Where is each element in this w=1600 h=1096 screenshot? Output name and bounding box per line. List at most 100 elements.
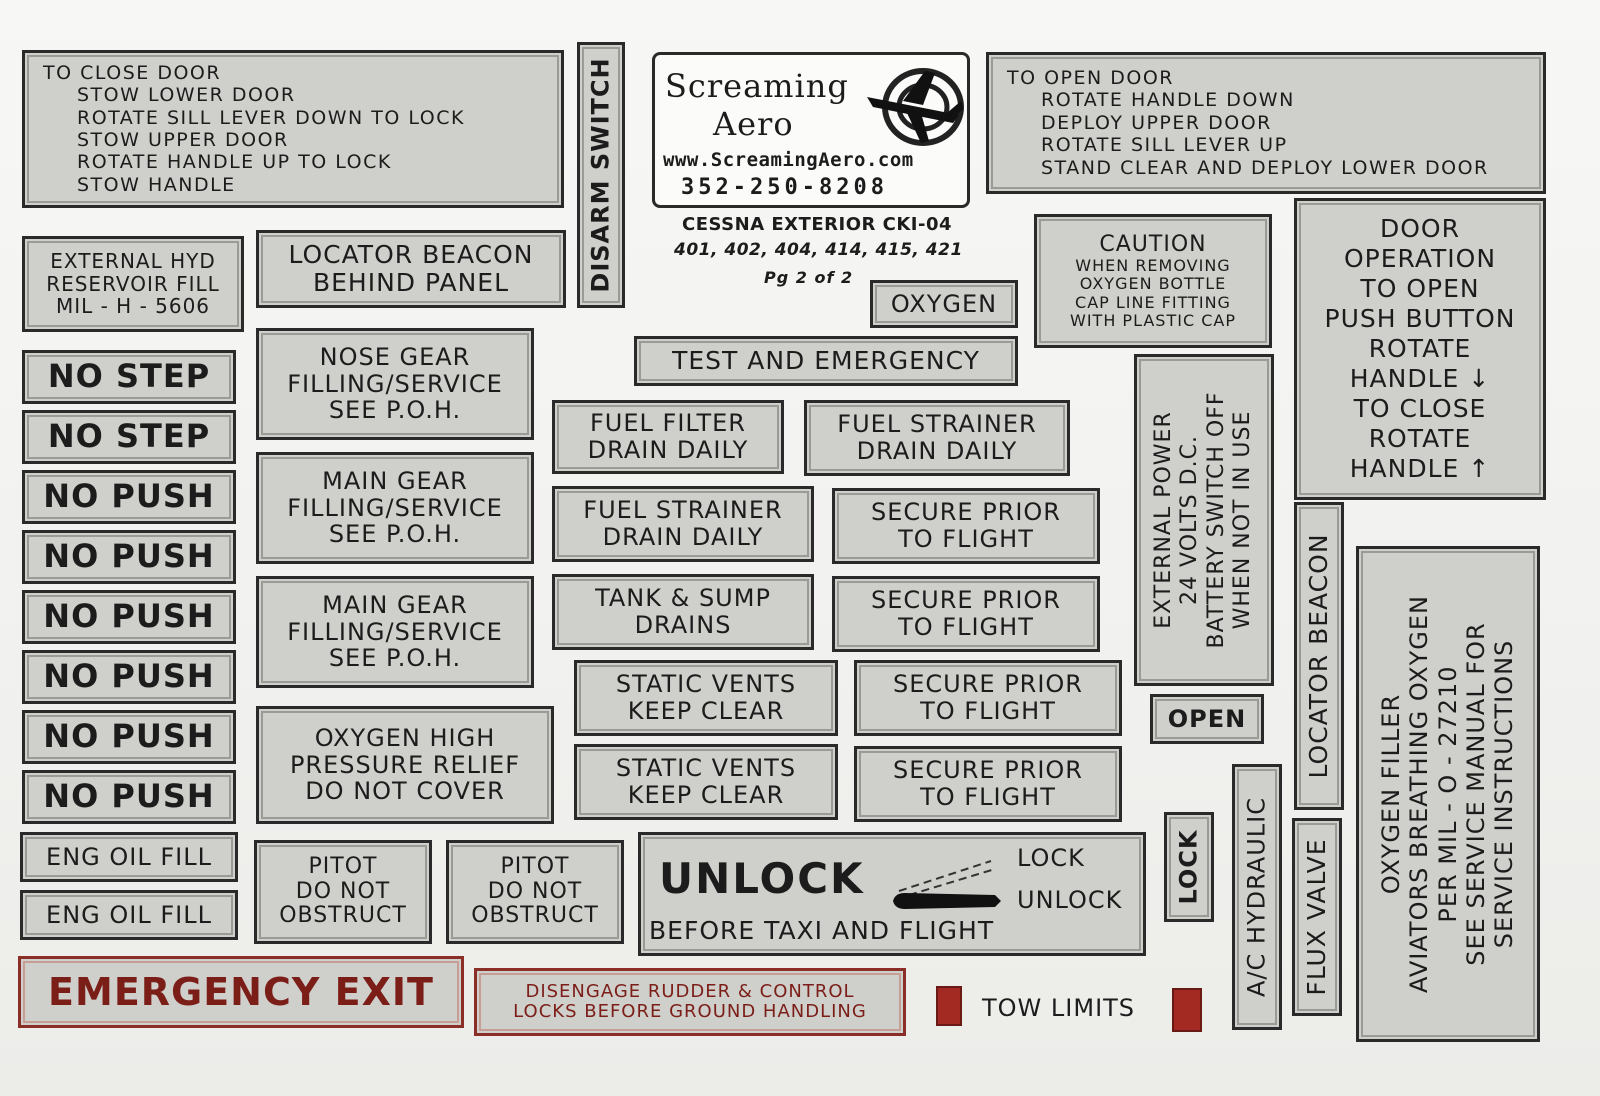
door-operation-row: HANDLE ↑ (1350, 454, 1490, 484)
door-operation-row: HANDLE ↓ (1350, 364, 1490, 394)
open-decal: OPEN (1150, 694, 1264, 744)
logo-line1: Screaming (665, 67, 849, 105)
tank-sump-line: DRAINS (634, 611, 732, 639)
emergency-exit-label: EMERGENCY EXIT (48, 969, 434, 1014)
fuel-filter-line: FUEL FILTER (590, 409, 746, 438)
lock-lever-icon (893, 860, 1001, 909)
lock-label: LOCK (1174, 829, 1203, 905)
fuel-strainer-line: DRAIN DAILY (602, 523, 764, 551)
no-push-label: NO PUSH (43, 537, 215, 576)
secure-prior-line: SECURE PRIOR (893, 756, 1083, 785)
no-push-decal: NO PUSH (22, 650, 236, 704)
locator-beacon-panel-decal: LOCATOR BEACON BEHIND PANEL (256, 230, 566, 308)
fuel-strainer-decal: FUEL STRAINER DRAIN DAILY (804, 400, 1070, 476)
eng-oil-fill-decal: ENG OIL FILL (20, 832, 238, 882)
disengage-line: DISENGAGE RUDDER & CONTROL (525, 980, 855, 1002)
close-door-step: STOW HANDLE (77, 173, 236, 196)
static-vents-decal: STATIC VENTS KEEP CLEAR (574, 744, 838, 820)
no-push-decal: NO PUSH (22, 710, 236, 764)
unlock-lock-label: LOCK (1017, 844, 1085, 872)
external-power-line: EXTERNAL POWER (1151, 411, 1177, 629)
tow-limits-label: TOW LIMITS (982, 994, 1136, 1022)
screaming-aero-logo: Screaming Aero www.ScreamingAero.com 352… (652, 52, 970, 208)
fuel-strainer-line: FUEL STRAINER (583, 496, 783, 525)
open-door-step: ROTATE HANDLE DOWN (1041, 89, 1295, 112)
oxygen-relief-line: DO NOT COVER (305, 777, 505, 806)
external-hyd-decal: EXTERNAL HYD RESERVOIR FILL MIL - H - 56… (22, 236, 244, 332)
caution-line: CAP LINE FITTING (1075, 292, 1231, 312)
open-door-step: ROTATE SILL LEVER UP (1041, 134, 1288, 157)
no-step-decal: NO STEP (22, 410, 236, 464)
unlock-bottom-label: BEFORE TAXI AND FLIGHT (649, 916, 995, 945)
arrow-up-icon: ↑ (1468, 454, 1491, 483)
emergency-exit-decal: EMERGENCY EXIT (18, 956, 464, 1028)
static-vents-line: STATIC VENTS (615, 670, 797, 699)
no-step-decal: NO STEP (22, 350, 236, 404)
no-push-decal: NO PUSH (22, 470, 236, 524)
caution-line: OXYGEN BOTTLE (1079, 274, 1227, 294)
secure-prior-decal: SECURE PRIOR TO FLIGHT (854, 746, 1122, 822)
external-power-line: WHEN NOT IN USE (1230, 410, 1256, 630)
static-vents-line: KEEP CLEAR (627, 697, 785, 725)
static-vents-line: KEEP CLEAR (627, 781, 785, 809)
secure-prior-decal: SECURE PRIOR TO FLIGHT (832, 576, 1100, 652)
open-door-title: TO OPEN DOOR (1007, 66, 1175, 89)
oxygen-filler-line: SERVICE INSTRUCTIONS (1490, 639, 1519, 949)
nose-gear-decal: NOSE GEAR FILLING/SERVICE SEE P.O.H. (256, 328, 534, 440)
no-push-label: NO PUSH (43, 657, 215, 696)
external-hyd-line: EXTERNAL HYD (50, 249, 216, 274)
pitot-decal: PITOT DO NOT OBSTRUCT (446, 840, 624, 944)
unlock-big-label: UNLOCK (659, 854, 865, 903)
external-hyd-line: MIL - H - 5606 (55, 294, 211, 319)
oxygen-filler-line: SEE SERVICE MANUAL FOR (1462, 622, 1491, 966)
disarm-switch-decal: DISARM SWITCH (577, 42, 625, 308)
main-gear-decal: MAIN GEAR FILLING/SERVICE SEE P.O.H. (256, 576, 534, 688)
close-door-step: ROTATE HANDLE UP TO LOCK (77, 151, 392, 174)
secure-prior-line: SECURE PRIOR (871, 586, 1061, 615)
secure-prior-line: TO FLIGHT (920, 783, 1056, 811)
door-operation-line: HANDLE (1349, 364, 1460, 393)
close-door-step: ROTATE SILL LEVER DOWN TO LOCK (77, 106, 465, 129)
door-operation-line: PUSH BUTTON (1324, 304, 1516, 333)
main-gear-line: SEE P.O.H. (328, 644, 462, 673)
oxygen-relief-decal: OXYGEN HIGH PRESSURE RELIEF DO NOT COVER (256, 706, 554, 824)
fuel-strainer-decal: FUEL STRAINER DRAIN DAILY (552, 486, 814, 562)
main-gear-decal: MAIN GEAR FILLING/SERVICE SEE P.O.H. (256, 452, 534, 564)
disengage-line: LOCKS BEFORE GROUND HANDLING (513, 1001, 867, 1022)
nose-gear-line: NOSE GEAR (319, 342, 471, 371)
ac-hydraulic-decal: A/C HYDRAULIC (1232, 764, 1282, 1030)
pitot-line: DO NOT (487, 878, 583, 904)
oxygen-filler-line: AVIATORS BREATHING OXYGEN (1405, 594, 1434, 994)
secure-prior-decal: SECURE PRIOR TO FLIGHT (832, 488, 1100, 564)
kit-info-line1: CESSNA EXTERIOR CKI-04 (682, 214, 952, 235)
door-operation-line: OPERATION (1343, 244, 1497, 273)
door-operation-decal: DOOR OPERATION TO OPEN PUSH BUTTON ROTAT… (1294, 198, 1546, 500)
open-door-step: STAND CLEAR AND DEPLOY LOWER DOOR (1041, 156, 1489, 179)
fuel-strainer-line: FUEL STRAINER (837, 410, 1037, 439)
oxygen-label: OXYGEN (890, 289, 998, 318)
door-operation-line: TO OPEN (1360, 274, 1480, 303)
static-vents-decal: STATIC VENTS KEEP CLEAR (574, 660, 838, 736)
main-gear-line: MAIN GEAR (322, 590, 468, 619)
external-power-decal: EXTERNAL POWER 24 VOLTS D.C. BATTERY SWI… (1134, 354, 1274, 686)
kit-info-line3: Pg 2 of 2 (764, 268, 854, 287)
no-push-label: NO PUSH (43, 777, 215, 816)
door-operation-line: HANDLE (1349, 454, 1460, 483)
close-door-step: STOW UPPER DOOR (77, 129, 289, 151)
flux-valve-label: FLUX VALVE (1302, 838, 1331, 996)
external-power-line: BATTERY SWITCH OFF (1204, 391, 1229, 649)
tow-limit-marker-right (1172, 988, 1202, 1032)
ac-hydraulic-label: A/C HYDRAULIC (1242, 797, 1271, 997)
secure-prior-line: TO FLIGHT (898, 525, 1034, 553)
nose-gear-line: FILLING/SERVICE (287, 369, 503, 398)
open-door-decal: TO OPEN DOOR ROTATE HANDLE DOWN DEPLOY U… (986, 52, 1546, 194)
oxygen-filler-decal: OXYGEN FILLER AVIATORS BREATHING OXYGEN … (1356, 546, 1540, 1042)
logo-phone: 352-250-8208 (681, 175, 888, 200)
oxygen-filler-line: PER MIL - O - 27210 (1433, 665, 1462, 923)
test-emergency-decal: TEST AND EMERGENCY (634, 336, 1018, 386)
main-gear-line: FILLING/SERVICE (287, 493, 503, 522)
close-door-title: TO CLOSE DOOR (43, 61, 222, 84)
logo-website: www.ScreamingAero.com (663, 149, 914, 171)
secure-prior-line: SECURE PRIOR (871, 498, 1061, 527)
